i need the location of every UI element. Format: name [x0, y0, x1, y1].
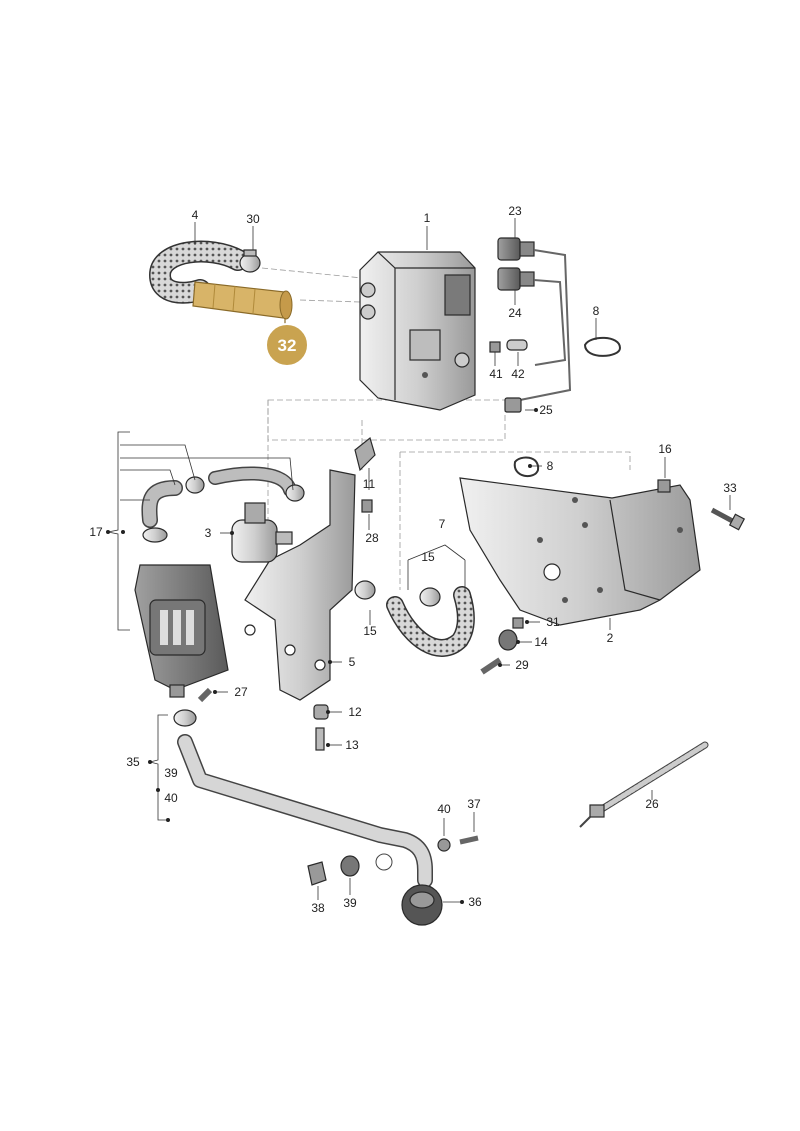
grommet-36 — [401, 884, 443, 926]
leader-dots — [106, 408, 538, 904]
label-26: 26 — [645, 797, 659, 811]
clamp-30 — [239, 249, 261, 273]
reservoir — [134, 564, 229, 698]
fasteners-16-33 — [657, 479, 746, 531]
label-31: 31 — [546, 615, 560, 629]
pipe-35 — [173, 709, 433, 888]
label-35: 35 — [126, 755, 140, 769]
label-28: 28 — [365, 531, 379, 545]
label-13: 13 — [345, 738, 359, 752]
label-42: 42 — [511, 367, 525, 381]
label-39-lower: 39 — [343, 896, 357, 910]
label-27: 27 — [234, 685, 248, 699]
label-14: 14 — [534, 635, 548, 649]
clip-8-upper — [583, 336, 622, 357]
label-11: 11 — [363, 477, 376, 491]
connectors-23-24 — [497, 237, 572, 413]
pump-3 — [231, 502, 293, 563]
label-12: 12 — [348, 705, 362, 719]
label-33: 33 — [723, 481, 737, 495]
label-5: 5 — [349, 655, 356, 669]
cable-tie-26 — [579, 741, 709, 828]
hose-7 — [354, 580, 475, 657]
label-40-lower: 40 — [437, 802, 451, 816]
label-41: 41 — [489, 367, 503, 381]
small-parts-41-42 — [489, 339, 528, 353]
label-30: 30 — [246, 212, 260, 226]
label-1: 1 — [424, 211, 431, 225]
label-2: 2 — [607, 631, 614, 645]
label-24: 24 — [508, 306, 522, 320]
sleeve-32-highlighted[interactable] — [192, 281, 293, 320]
label-29: 29 — [515, 658, 529, 672]
label-40-left: 40 — [164, 791, 178, 805]
bracket-5 — [244, 436, 376, 701]
label-38: 38 — [311, 901, 325, 915]
hose-4 — [148, 240, 249, 304]
label-15-right: 15 — [421, 550, 435, 564]
label-4: 4 — [192, 208, 199, 222]
part-labels: 1 2 3 4 5 7 8 8 11 12 13 14 15 15 16 17 … — [89, 204, 737, 915]
label-16: 16 — [658, 442, 672, 456]
label-8-lower: 8 — [547, 459, 554, 473]
label-25: 25 — [539, 403, 553, 417]
callout-label-32: 32 — [278, 336, 297, 355]
lower-fasteners — [307, 835, 479, 886]
hoses-17 — [141, 466, 305, 543]
label-3: 3 — [205, 526, 212, 540]
label-15-left: 15 — [363, 624, 377, 638]
label-39-left: 39 — [164, 766, 178, 780]
label-37: 37 — [467, 797, 481, 811]
label-8-upper: 8 — [593, 304, 600, 318]
heater-unit-1 — [359, 251, 476, 411]
label-17: 17 — [89, 525, 103, 539]
small-fasteners — [197, 499, 524, 751]
label-23: 23 — [508, 204, 522, 218]
label-36: 36 — [468, 895, 482, 909]
callout-32[interactable]: 32 — [265, 318, 309, 367]
label-7: 7 — [439, 517, 446, 531]
